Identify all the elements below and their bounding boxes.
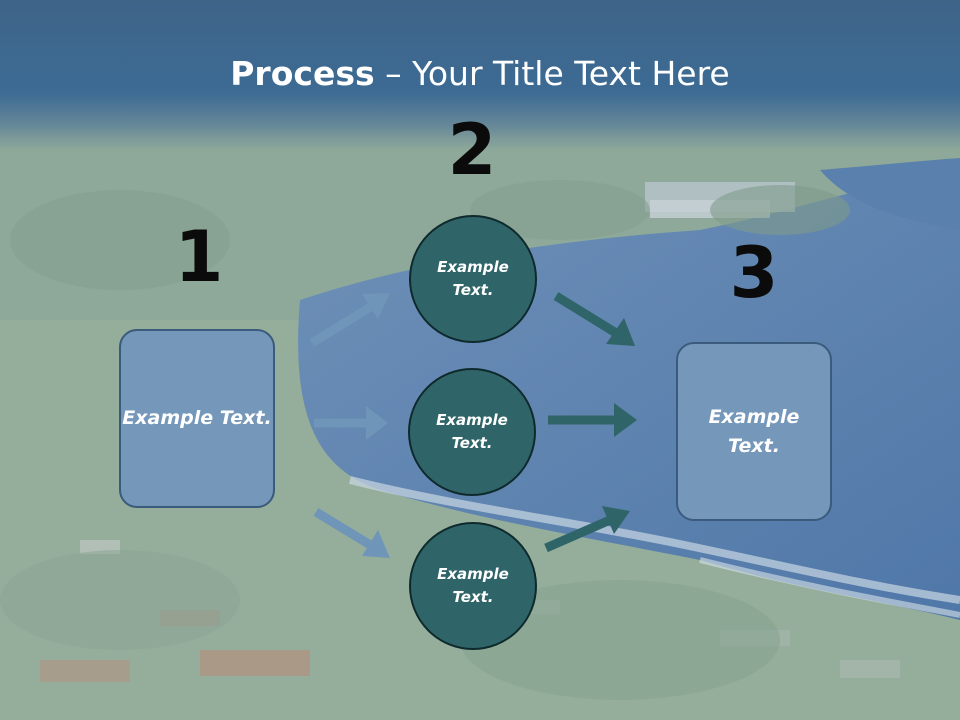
- process-box-right: Example Text.: [676, 342, 832, 521]
- process-circle-middle: Example Text.: [408, 368, 536, 496]
- title-rest: – Your Title Text Here: [374, 54, 730, 93]
- process-circle-middle-label: Example Text.: [436, 411, 508, 452]
- slide-title: Process – Your Title Text Here: [0, 50, 960, 98]
- step-number-2: 2: [447, 109, 497, 191]
- process-circle-top: Example Text.: [409, 215, 537, 343]
- step-number-3: 3: [729, 232, 779, 314]
- title-bold-word: Process: [230, 54, 375, 93]
- process-box-left-label: Example Text.: [122, 407, 272, 429]
- process-box-right-label: Example Text.: [708, 405, 800, 457]
- title-band: [0, 0, 960, 150]
- step-number-1: 1: [174, 216, 224, 298]
- process-circle-bottom-label: Example Text.: [437, 565, 509, 606]
- process-circle-top-label: Example Text.: [437, 258, 509, 299]
- process-circle-bottom: Example Text.: [409, 522, 537, 650]
- process-box-left: Example Text.: [119, 329, 275, 508]
